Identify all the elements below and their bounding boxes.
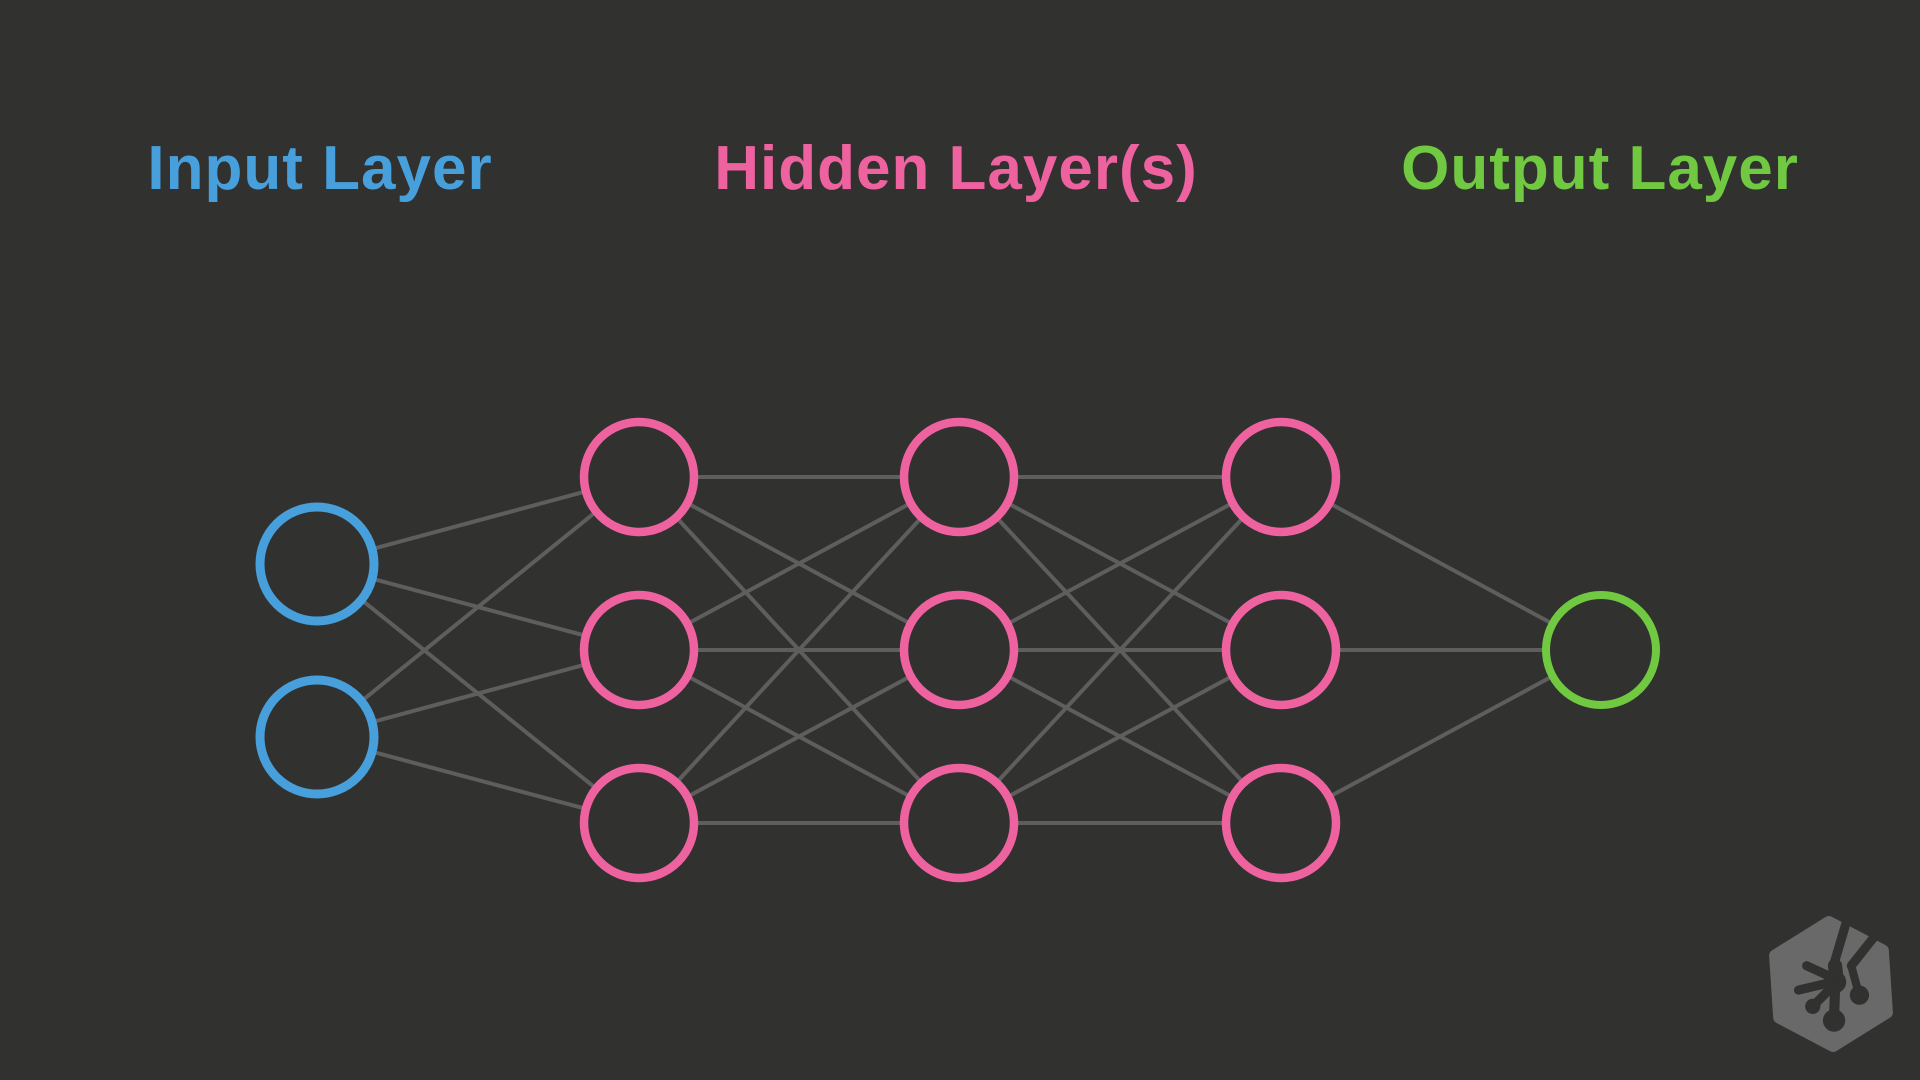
edge-hidden-3-1-to-output-1 (1280, 475, 1602, 652)
input-node-2 (255, 675, 379, 799)
edge-hidden-2-2-to-hidden-3-1 (958, 475, 1282, 652)
edge-input-2-to-hidden-1-1 (315, 475, 641, 739)
hidden-1-node-3 (579, 763, 699, 883)
edge-hidden-1-2-to-hidden-2-1 (638, 475, 960, 652)
hidden-1-node-1 (579, 417, 699, 537)
edge-hidden-2-3-to-hidden-3-2 (958, 648, 1282, 825)
input-node-1 (255, 502, 379, 626)
treehouse-logo-icon (1769, 915, 1893, 1052)
output-node-1 (1542, 591, 1660, 709)
hidden-3-node-2 (1221, 590, 1341, 710)
output-layer-label: Output Layer (1401, 134, 1799, 203)
edge-hidden-1-3-to-hidden-2-2 (638, 648, 960, 825)
edge-hidden-2-3-to-hidden-3-1 (957, 475, 1283, 825)
hidden-1-node-2 (579, 590, 699, 710)
tree-cutout (1793, 915, 1880, 1032)
hidden-layer-label: Hidden Layer(s) (714, 134, 1198, 203)
hidden-3-node-1 (1221, 417, 1341, 537)
hidden-2-node-3 (899, 763, 1019, 883)
hidden-3-node-3 (1221, 763, 1341, 883)
edge-hidden-3-3-to-output-1 (1280, 648, 1602, 825)
hidden-2-node-1 (899, 417, 1019, 537)
edge-hidden-1-3-to-hidden-2-1 (637, 475, 961, 825)
hidden-2-node-2 (899, 590, 1019, 710)
input-layer-label: Input Layer (147, 134, 493, 203)
